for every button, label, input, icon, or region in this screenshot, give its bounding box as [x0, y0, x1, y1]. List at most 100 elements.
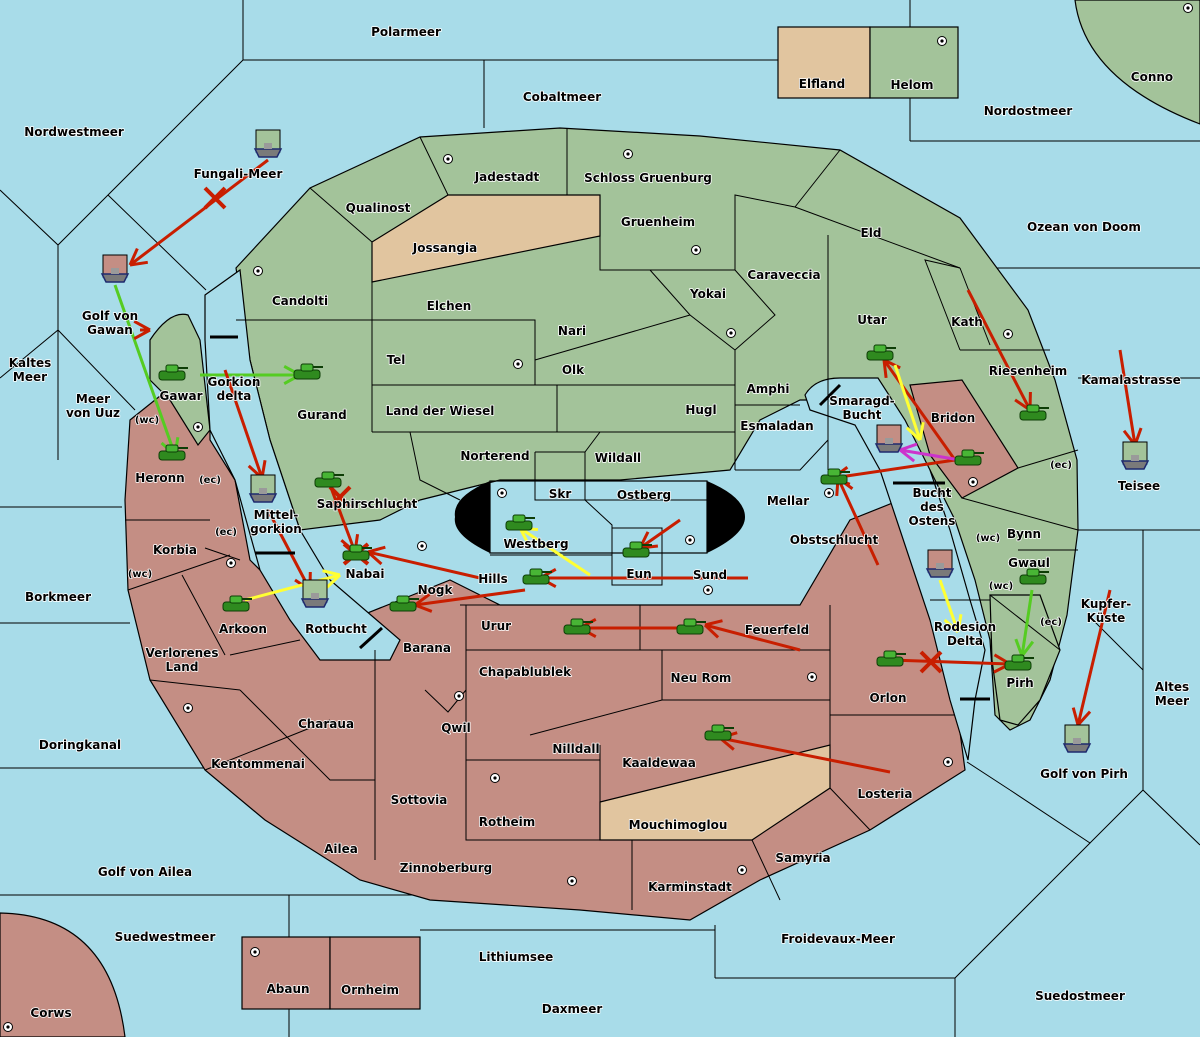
label-line: Verlorenes: [146, 646, 219, 660]
land-label-nari: Nari: [558, 324, 586, 338]
supply-center-dot: [729, 331, 733, 335]
army-unit[interactable]: [676, 618, 706, 635]
fleet-unit[interactable]: [248, 474, 278, 503]
failed-order-cross: [328, 485, 352, 509]
tank-turret: [321, 471, 335, 480]
label-line: Land: [166, 660, 199, 674]
army-unit[interactable]: [293, 363, 323, 380]
army-unit[interactable]: [158, 444, 188, 461]
land-label-nogk: Nogk: [418, 583, 454, 597]
tank-turret: [229, 595, 243, 604]
ship-icon: [248, 493, 278, 503]
fleet-unit[interactable]: [100, 254, 130, 283]
land-label-gurand: Gurand: [297, 408, 347, 422]
region-ornheim[interactable]: [329, 936, 421, 1010]
order-arrow: [882, 359, 957, 461]
fleet-unit[interactable]: [1062, 724, 1092, 753]
order-arrow: [704, 623, 801, 652]
label-line: Bucht: [912, 486, 951, 500]
coast-label: (wc): [135, 415, 159, 426]
ship-bridge: [111, 268, 119, 274]
land-label-urur: Urur: [481, 619, 511, 633]
supply-center-dot: [229, 561, 233, 565]
land-label-gruenheim: Gruenheim: [621, 215, 695, 229]
ship-bridge: [264, 143, 272, 149]
sea-label-doringkanal: Doringkanal: [39, 738, 121, 752]
land-label-neu-rom: Neu Rom: [671, 671, 732, 685]
land-label-tel: Tel: [387, 353, 406, 367]
army-unit[interactable]: [954, 449, 984, 466]
sea-label-froidevaux-meer: Froidevaux-Meer: [781, 932, 895, 946]
label-line: gorkion: [250, 522, 302, 536]
ship-icon: [100, 273, 130, 283]
arrow-head: [918, 422, 925, 441]
land-label-amphi: Amphi: [746, 382, 789, 396]
order-arrow: [328, 484, 357, 553]
army-unit[interactable]: [389, 595, 419, 612]
fleet-unit[interactable]: [1120, 441, 1150, 470]
army-unit[interactable]: [866, 344, 896, 361]
sea-label-golf-von-pirh: Golf von Pirh: [1040, 767, 1128, 781]
ship-bridge: [259, 488, 267, 494]
army-unit[interactable]: [158, 364, 188, 381]
supply-center-dot: [706, 588, 710, 592]
sea-label-fungali-meer: Fungali-Meer: [194, 167, 283, 181]
land-label-skr: Skr: [549, 487, 572, 501]
supply-center-dot: [196, 425, 200, 429]
region-corws[interactable]: [0, 912, 126, 1037]
fleet-unit[interactable]: [874, 424, 904, 453]
land-label-saphirschlucht: Saphirschlucht: [317, 497, 418, 511]
fleet-unit[interactable]: [925, 549, 955, 578]
supply-center-dot: [626, 152, 630, 156]
army-unit[interactable]: [314, 471, 344, 488]
tank-turret: [1026, 568, 1040, 577]
impassable-east: [707, 481, 745, 553]
supply-center-dot: [570, 879, 574, 883]
land-label-riesenheim: Riesenheim: [989, 364, 1068, 378]
army-unit[interactable]: [522, 568, 552, 585]
army-unit[interactable]: [342, 542, 372, 566]
land-label-sund: Sund: [693, 568, 727, 582]
ship-icon: [925, 568, 955, 578]
region-bridon[interactable]: [909, 379, 1019, 499]
tank-turret: [1026, 404, 1040, 413]
land-label-qwil: Qwil: [441, 721, 471, 735]
coast-label: (ec): [1040, 617, 1062, 628]
land-label-corws: Corws: [30, 1006, 71, 1020]
sea-label-teisee: Teisee: [1118, 479, 1160, 493]
region-pirh[interactable]: [989, 594, 1061, 726]
army-unit[interactable]: [1019, 404, 1049, 421]
land-label-heronn: Heronn: [135, 471, 184, 485]
land-label-abaun: Abaun: [266, 982, 309, 996]
army-unit[interactable]: [704, 724, 734, 741]
army-unit[interactable]: [1004, 654, 1034, 671]
label-line: Rodesion: [934, 620, 996, 634]
sea-label-lithiumsee: Lithiumsee: [479, 950, 554, 964]
army-unit[interactable]: [622, 541, 652, 558]
tank-turret: [629, 541, 643, 550]
supply-center-dot: [420, 544, 424, 548]
sea-label-kupfer-k-ste: Kupfer-Küste: [1081, 597, 1131, 625]
supply-center-dot: [940, 39, 944, 43]
ostberg-box: [489, 480, 708, 554]
tank-turret: [961, 449, 975, 458]
army-unit[interactable]: [876, 650, 906, 667]
army-unit[interactable]: [563, 618, 593, 635]
fleet-unit[interactable]: [253, 129, 283, 158]
fleet-unit[interactable]: [300, 579, 330, 608]
order-arrow: [129, 158, 269, 267]
army-unit[interactable]: [222, 595, 252, 612]
land-borders: [125, 128, 1079, 910]
land-label-charaua: Charaua: [298, 717, 354, 731]
army-unit[interactable]: [1019, 568, 1049, 585]
army-unit[interactable]: [505, 514, 535, 531]
supply-center-dot: [740, 868, 744, 872]
army-unit[interactable]: [820, 468, 850, 485]
region-elfland[interactable]: [777, 26, 871, 99]
